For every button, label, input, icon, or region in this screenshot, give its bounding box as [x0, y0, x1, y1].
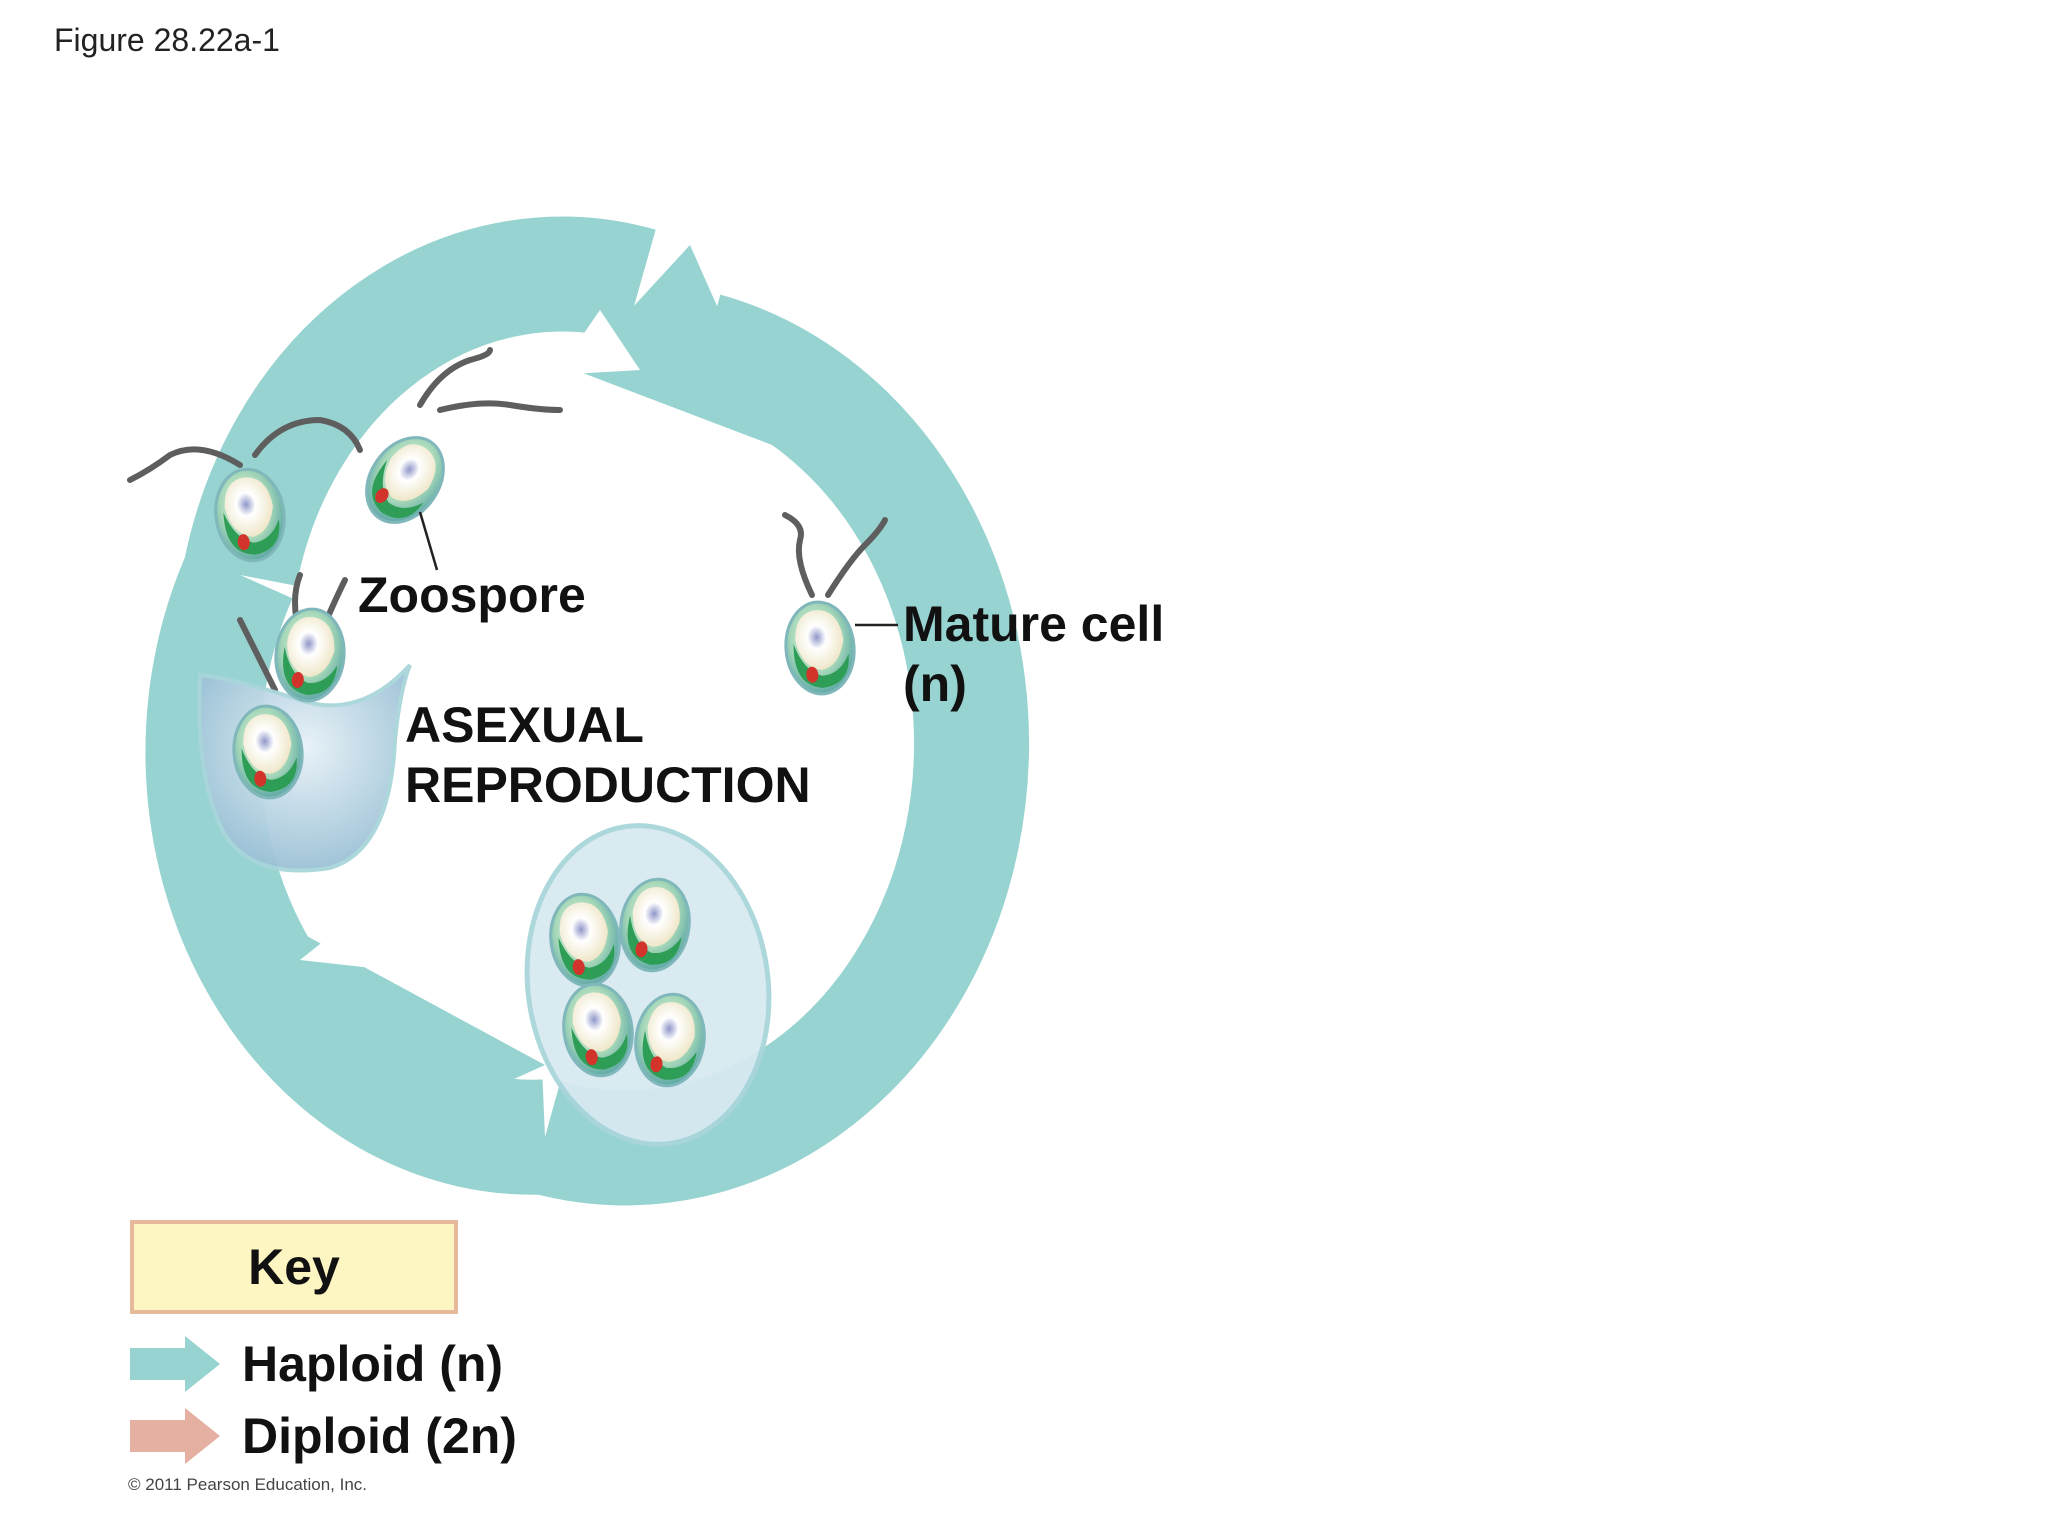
- legend-label-haploid: Haploid (n): [242, 1336, 504, 1392]
- key-title: Key: [248, 1239, 340, 1295]
- haploid-arrow-icon: [130, 1336, 220, 1392]
- sporangium: [524, 823, 772, 1147]
- legend-label-diploid: Diploid (2n): [242, 1408, 517, 1464]
- mature-cell-label-line2: (n): [903, 656, 967, 712]
- mature-cell-label: Mature cell (n): [903, 594, 1164, 714]
- key-box: Key: [130, 1220, 458, 1314]
- figure-title: Figure 28.22a-1: [54, 22, 280, 58]
- mature-cell-label-line1: Mature cell: [903, 596, 1165, 652]
- legend-item-haploid: Haploid (n): [130, 1336, 503, 1392]
- legend-item-diploid: Diploid (2n): [130, 1408, 517, 1464]
- zoospore-label: Zoospore: [358, 567, 586, 623]
- mature-cell: [780, 597, 860, 699]
- zoospore-pointer-line: [418, 511, 439, 571]
- flagella: [127, 347, 888, 693]
- diploid-arrow-icon: [130, 1408, 220, 1464]
- asexual-label-line1: ASEXUAL: [405, 697, 644, 753]
- asexual-label-line2: REPRODUCTION: [405, 757, 811, 813]
- asexual-reproduction-label: ASEXUAL REPRODUCTION: [405, 695, 811, 815]
- copyright-notice: © 2011 Pearson Education, Inc.: [128, 1475, 368, 1494]
